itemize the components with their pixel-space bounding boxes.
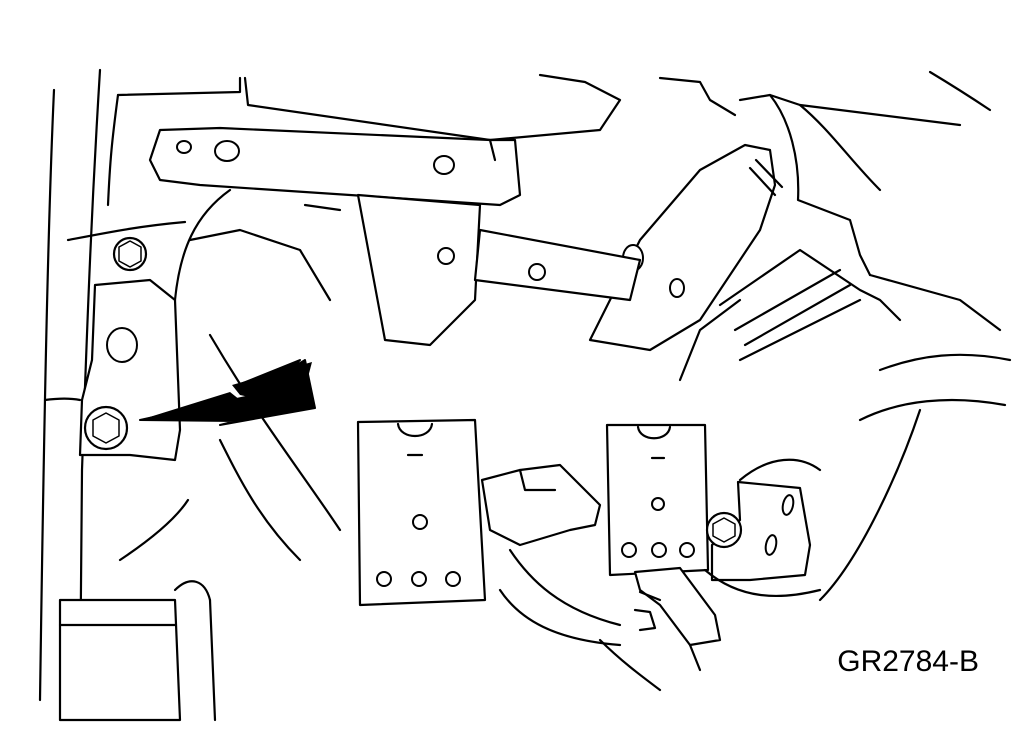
figure-code: GR2784-B (837, 645, 979, 678)
arrow-icon (139, 359, 316, 426)
right-slotted-bracket (703, 458, 822, 598)
upper-right-structure (588, 70, 992, 352)
brace-hole (528, 263, 546, 281)
hex-bolt-icon (112, 236, 148, 272)
left-mounting-bracket (78, 188, 232, 562)
bracket-slot (764, 534, 778, 556)
brace-hole (437, 247, 455, 265)
beam-hole (214, 140, 240, 162)
module-hole (651, 542, 667, 558)
module-hole (411, 571, 427, 587)
hex-bolt-icon (705, 511, 743, 549)
bracket-hole (106, 327, 138, 363)
module-hole (651, 497, 665, 511)
left-switch-module (356, 418, 487, 607)
module-hole (621, 542, 637, 558)
right-connector (598, 566, 722, 692)
right-switch-module (605, 423, 710, 577)
brace-hole (669, 278, 685, 298)
center-brace (188, 193, 642, 347)
beam-hole (176, 140, 192, 154)
right-side-panel (678, 248, 1012, 602)
beam-hole (433, 155, 455, 175)
lower-left-assembly (58, 333, 342, 722)
module-hole (376, 571, 392, 587)
module-hole (679, 542, 695, 558)
upper-cross-beam (148, 73, 737, 207)
bracket-slot (781, 494, 795, 516)
module-hole (445, 571, 461, 587)
hex-bolt-icon (83, 405, 129, 451)
module-hole (412, 514, 428, 530)
left-connector (480, 463, 622, 647)
